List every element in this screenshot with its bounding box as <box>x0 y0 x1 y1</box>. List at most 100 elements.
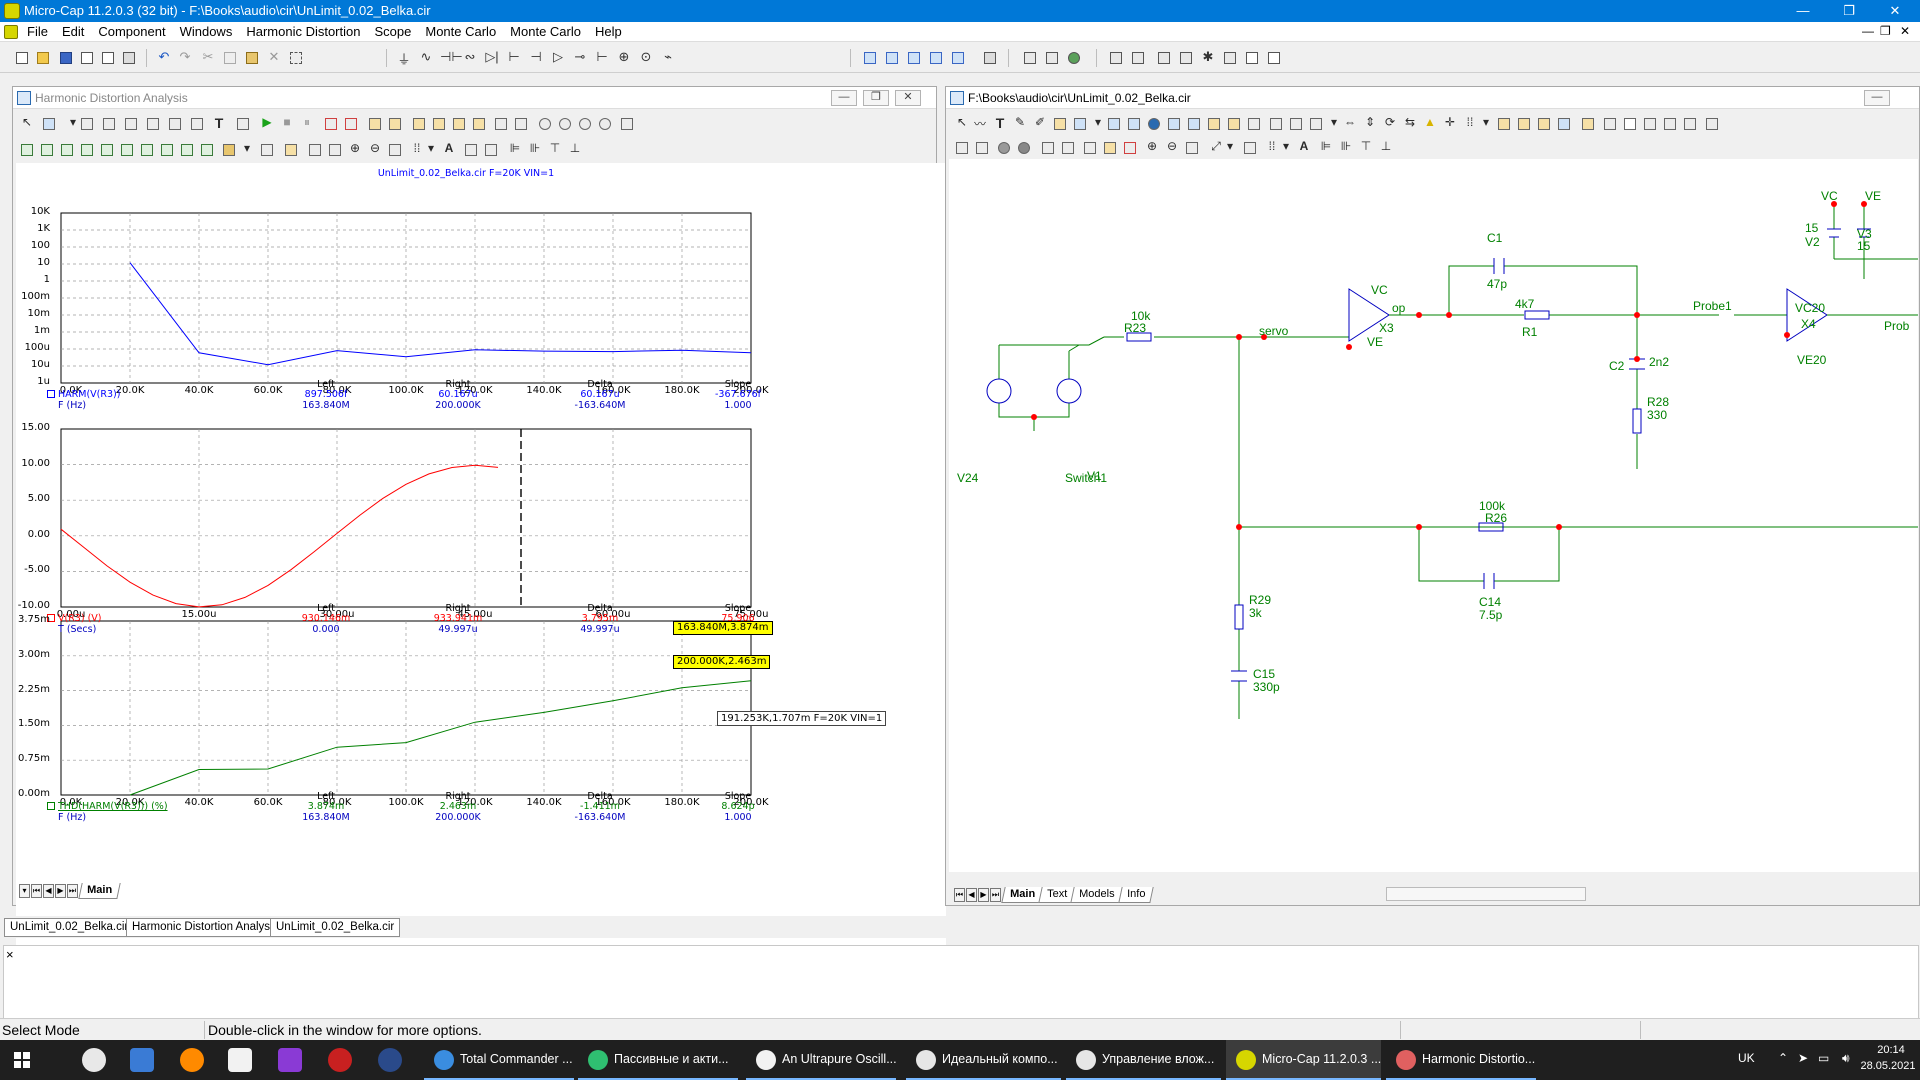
menu-harmonic-distortion[interactable]: Harmonic Distortion <box>246 24 361 39</box>
label-r1[interactable]: R1 <box>1522 325 1538 339</box>
plot-icon[interactable] <box>1244 50 1260 66</box>
zoom-fit-2-icon[interactable] <box>1184 140 1200 156</box>
cursor-global-high-icon[interactable] <box>119 142 135 158</box>
nav-first-icon[interactable]: ⏮ <box>31 884 42 898</box>
properties-icon[interactable] <box>41 116 57 132</box>
delete-2-icon[interactable] <box>1122 140 1138 156</box>
zoom-region-icon[interactable] <box>123 116 139 132</box>
auto-scale-icon[interactable] <box>343 116 359 132</box>
menu-file[interactable]: File <box>27 24 48 39</box>
paste-plot-icon[interactable] <box>221 142 237 158</box>
macro-icon[interactable] <box>1580 116 1596 132</box>
new-file-icon[interactable] <box>14 50 30 66</box>
analysis-tab-main[interactable]: Main <box>78 883 121 899</box>
tile-vertical-icon[interactable] <box>884 50 900 66</box>
label-r29-value[interactable]: 3k <box>1249 606 1262 620</box>
mdi-close-button[interactable]: ✕ <box>1900 24 1911 38</box>
label-vc-top[interactable]: VC <box>1821 189 1838 203</box>
language-indicator[interactable]: UK <box>1738 1051 1755 1065</box>
check-icon[interactable] <box>619 116 635 132</box>
probe-mode-icon[interactable] <box>1682 116 1698 132</box>
back-icon[interactable] <box>996 140 1012 156</box>
dropdown-icon-6[interactable]: ▾ <box>1482 115 1490 129</box>
cursor-top-icon[interactable] <box>159 142 175 158</box>
doctab-schematic[interactable]: UnLimit_0.02_Belka.cir <box>4 918 135 937</box>
zoom-in-icon[interactable] <box>557 116 573 132</box>
menu-scope[interactable]: Scope <box>374 24 412 39</box>
cursor-global-low-icon[interactable] <box>139 142 155 158</box>
schem-tab-info[interactable]: Info <box>1118 887 1154 903</box>
label-servo[interactable]: servo <box>1259 324 1289 338</box>
analysis-minimize-button[interactable]: — <box>831 90 857 106</box>
series-thd[interactable] <box>129 680 752 796</box>
label-v3-value[interactable]: 15 <box>1857 239 1871 253</box>
scale-icon[interactable] <box>101 116 117 132</box>
cursor-2-icon[interactable]: ⤢ <box>1211 139 1221 153</box>
pin-icon[interactable] <box>1186 116 1202 132</box>
nav-next-icon[interactable]: ▶ <box>55 884 66 898</box>
npn-transistor-icon[interactable]: ⊢ <box>508 49 520 64</box>
schem-nav-last-icon[interactable]: ⏭ <box>990 888 1001 902</box>
label-v1[interactable]: V1 <box>1087 469 1102 483</box>
zoom-in-2-icon[interactable]: ⊕ <box>349 141 361 155</box>
label-c1-value[interactable]: 47p <box>1487 277 1508 291</box>
font-icon[interactable]: A <box>444 141 454 155</box>
mdi-doc-icon[interactable] <box>4 25 18 39</box>
dropdown-icon-8[interactable]: ▾ <box>1282 139 1290 153</box>
node-voltages-icon[interactable] <box>1268 116 1284 132</box>
currents-icon[interactable] <box>1288 116 1304 132</box>
schem-tab-models[interactable]: Models <box>1070 887 1124 903</box>
align-bottom-icon[interactable]: ⊥ <box>569 141 581 155</box>
command-close-icon[interactable]: × <box>6 947 14 962</box>
flag-icon[interactable] <box>1126 116 1142 132</box>
schematic-window-titlebar[interactable]: F:\Books\audio\cir\UnLimit_0.02_Belka.ci… <box>946 87 1919 109</box>
pinned-firefox-icon[interactable] <box>180 1048 204 1072</box>
redraw-icon[interactable] <box>323 116 339 132</box>
dropdown-icon[interactable]: ▾ <box>69 115 77 129</box>
layers-icon[interactable] <box>1242 140 1258 156</box>
trace-checkbox[interactable] <box>47 614 55 622</box>
label-ve[interactable]: VE <box>1367 335 1384 349</box>
page-3-icon[interactable] <box>1536 116 1552 132</box>
menu-component[interactable]: Component <box>98 24 166 39</box>
taskbar-app-5[interactable]: Micro-Cap 11.2.0.3 ... <box>1226 1040 1381 1080</box>
baseline-icon[interactable] <box>451 116 467 132</box>
clock-icon[interactable] <box>537 116 553 132</box>
flip-y-icon[interactable]: ⇕ <box>1364 115 1376 129</box>
grid-icon[interactable] <box>411 116 427 132</box>
zoom-box-icon[interactable] <box>387 142 403 158</box>
label-op[interactable]: op <box>1392 301 1406 315</box>
properties-icon[interactable] <box>1156 50 1172 66</box>
pinned-notepad-icon[interactable] <box>228 1048 252 1072</box>
menu-monte-carlo-2[interactable]: Monte Carlo <box>510 24 581 39</box>
stepping-icon[interactable] <box>1130 50 1146 66</box>
resistor-icon[interactable]: ∿ <box>420 49 432 64</box>
nav-last-icon[interactable]: ⏭ <box>67 884 78 898</box>
cursor-low-icon[interactable] <box>79 142 95 158</box>
page-2-icon[interactable] <box>1516 116 1532 132</box>
cursor-valley-icon[interactable] <box>39 142 55 158</box>
source-icon[interactable]: ⊕ <box>618 49 630 64</box>
cursor-badge-right[interactable]: 200.000K,2.463m <box>673 655 771 669</box>
analysis-maximize-button[interactable]: ❐ <box>863 90 889 106</box>
schem-nav-next-icon[interactable]: ▶ <box>978 888 989 902</box>
data-points-icon[interactable] <box>367 116 383 132</box>
trace-label[interactable]: HARM(V(R3)) <box>58 389 121 400</box>
grid-dots-2-icon[interactable]: ⁞⁞ <box>1268 139 1276 153</box>
label-c2[interactable]: C2 <box>1609 359 1625 373</box>
label-x3[interactable]: X3 <box>1379 321 1394 335</box>
opamp-icon[interactable]: ▷ <box>553 49 563 64</box>
run-icon[interactable]: ▶ <box>262 115 272 129</box>
mdi-restore-button[interactable]: ❐ <box>1880 24 1891 38</box>
print-icon[interactable] <box>121 50 137 66</box>
scope-icon[interactable] <box>1704 116 1720 132</box>
edit-icon[interactable] <box>974 140 990 156</box>
analysis-close-button[interactable]: ✕ <box>895 90 921 106</box>
duplicate-icon[interactable] <box>1040 140 1056 156</box>
taskbar-app-3[interactable]: Идеальный компо... <box>906 1040 1061 1080</box>
align-top-2-icon[interactable]: ⊤ <box>1360 139 1372 153</box>
maximize-button[interactable]: ❐ <box>1843 3 1855 18</box>
copy-icon-2[interactable] <box>954 140 970 156</box>
schematic-hscroll[interactable] <box>1386 887 1586 901</box>
text-icon[interactable]: T <box>214 115 224 131</box>
